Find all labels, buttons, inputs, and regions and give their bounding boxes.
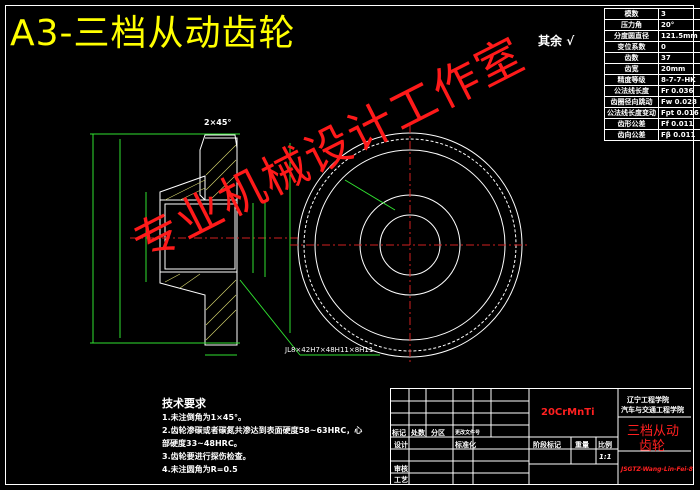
tech-item: 2.齿轮渗碳或者碳氮共渗达到表面硬度58~63HRC，心 xyxy=(162,426,363,435)
gear-front-view xyxy=(290,125,530,365)
label-doc: 更改文件号 xyxy=(455,430,481,436)
drawing-frame xyxy=(5,5,694,485)
param-key: 公法线长度变动 xyxy=(604,107,659,119)
gear-section-view: 2×45° JL8×42H7×48H11×8H11 xyxy=(90,118,380,356)
param-key: 变位系数 xyxy=(604,41,659,53)
param-value: 0 xyxy=(658,41,700,53)
drawing-title: A3-三档从动齿轮 xyxy=(10,13,296,54)
param-value: 37 xyxy=(658,52,700,64)
param-key: 齿数 xyxy=(604,52,659,64)
param-value: 8-7-7-HK xyxy=(658,74,700,86)
label-review: 审核 xyxy=(394,465,408,473)
label-stage: 阶段标记 xyxy=(533,441,561,449)
param-key: 齿圈径向跳动 xyxy=(604,96,659,108)
label-zone: 分区 xyxy=(431,429,445,437)
part-name-line1: 三档从动 xyxy=(627,424,680,439)
spline-label: JL8×42H7×48H11×8H11 xyxy=(284,346,373,354)
school-line2: 汽车与交通工程学院 xyxy=(621,406,684,414)
param-value: 20° xyxy=(658,19,700,31)
label-mark: 标记 xyxy=(392,429,406,437)
param-value: Fβ 0.011 xyxy=(658,129,700,141)
title-block-grid xyxy=(391,389,691,484)
chamfer-label: 2×45° xyxy=(204,118,231,127)
param-key: 分度圆直径 xyxy=(604,30,659,42)
tech-item: 部硬度33~48HRC。 xyxy=(162,439,242,448)
param-key: 齿向公差 xyxy=(604,129,659,141)
drawing-number: JSGTZ-Wang-Lin-Fei-8 xyxy=(621,466,693,473)
param-key: 齿形公差 xyxy=(604,118,659,130)
surface-note-text: 其余 xyxy=(538,34,563,48)
param-value: Ff 0.011 xyxy=(658,118,700,130)
param-value: 121.5mm xyxy=(658,30,700,42)
title-block: 20CrMnTi 辽宁工程学院 汽车与交通工程学院 三档从动 齿轮 JSGTZ-… xyxy=(390,388,693,484)
tech-heading: 技术要求 xyxy=(162,397,206,410)
param-key: 齿宽 xyxy=(604,63,659,75)
param-key: 精度等级 xyxy=(604,74,659,86)
label-process: 工艺 xyxy=(394,476,408,484)
param-value: Fpt 0.016 xyxy=(658,107,700,119)
roughness-check-icon: √ xyxy=(566,34,575,48)
technical-requirements: 技术要求 1.未注倒角为1×45°。 2.齿轮渗碳或者碳氮共渗达到表面硬度58~… xyxy=(162,397,362,476)
param-key: 压力角 xyxy=(604,19,659,31)
part-name-line2: 齿轮 xyxy=(639,439,666,454)
param-value: Fr 0.036 xyxy=(658,85,700,97)
label-scale: 比例 xyxy=(598,441,612,449)
label-standard: 标准化 xyxy=(455,441,476,449)
surface-roughness-note: 其余 √ xyxy=(538,32,574,49)
tech-item: 1.未注倒角为1×45°。 xyxy=(162,413,247,422)
label-weight: 重量 xyxy=(575,441,589,449)
param-value: 3 xyxy=(658,8,700,20)
label-design: 设计 xyxy=(394,441,408,449)
tech-item: 4.未注圆角为R=0.5 xyxy=(162,465,238,474)
param-key: 模数 xyxy=(604,8,659,20)
param-value: Fw 0.028 xyxy=(658,96,700,108)
param-value: 20mm xyxy=(658,63,700,75)
school-line1: 辽宁工程学院 xyxy=(627,396,669,404)
material-text: 20CrMnTi xyxy=(541,407,595,418)
param-key: 公法线长度 xyxy=(604,85,659,97)
scale-value: 1:1 xyxy=(599,453,612,461)
tech-item: 3.齿轮要进行探伤检查。 xyxy=(162,452,251,461)
label-count: 处数 xyxy=(411,429,425,437)
